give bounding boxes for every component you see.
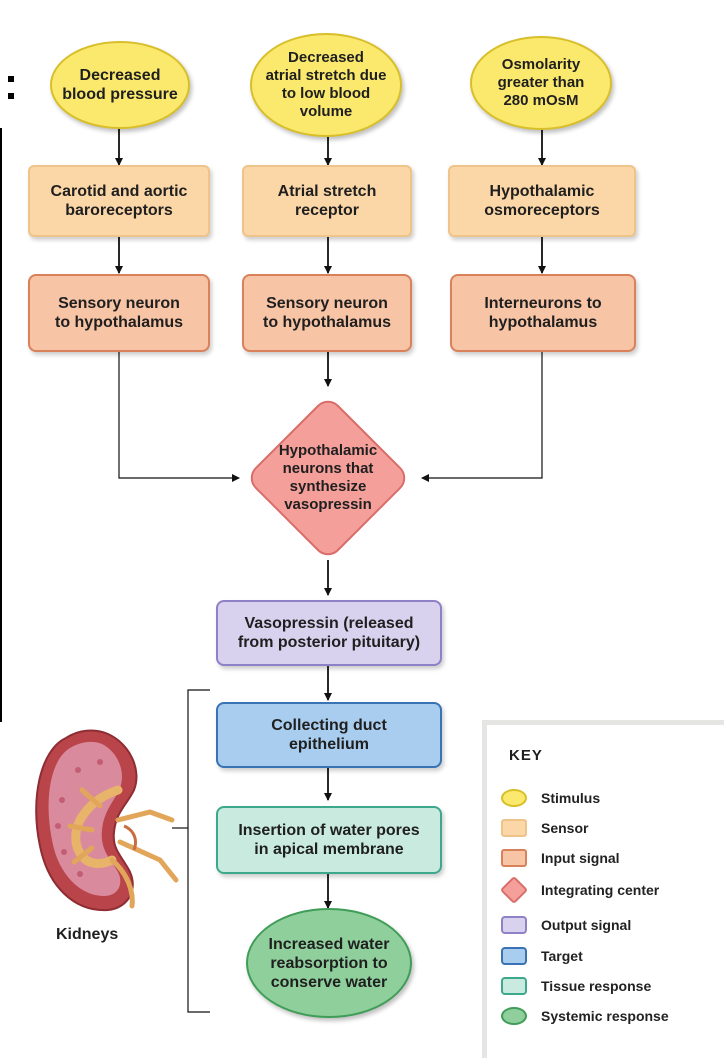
legend-title: KEY bbox=[509, 747, 543, 764]
systemic-response-reabsorption: Increased water reabsorption to conserve… bbox=[246, 908, 412, 1018]
integrating-center-diamond bbox=[250, 400, 406, 556]
arrow-input3-center bbox=[421, 352, 543, 482]
legend-label: Sensor bbox=[541, 820, 589, 836]
integrating-center-swatch bbox=[499, 875, 529, 905]
legend-label: Stimulus bbox=[541, 790, 601, 806]
target-swatch bbox=[501, 947, 527, 965]
legend-label: Tissue response bbox=[541, 978, 652, 994]
tissue-response-swatch bbox=[501, 977, 527, 995]
systemic-response-swatch bbox=[501, 1007, 527, 1025]
sensor-atrial-stretch-receptor: Atrial stretch receptor bbox=[242, 165, 412, 237]
legend-item-tissue-response: Tissue response bbox=[501, 973, 651, 999]
edge-mark-top bbox=[8, 76, 14, 82]
edge-mark-top-2 bbox=[8, 93, 14, 99]
arrow-input1-center bbox=[118, 352, 240, 482]
legend-label: Systemic response bbox=[541, 1008, 669, 1024]
legend-label: Target bbox=[541, 948, 583, 964]
legend-item-stimulus: Stimulus bbox=[501, 785, 600, 811]
legend-item-target: Target bbox=[501, 943, 583, 969]
input-sensory-neuron-2: Sensory neuron to hypothalamus bbox=[242, 274, 412, 352]
legend-item-output-signal: Output signal bbox=[501, 912, 631, 938]
tissue-response-water-pores: Insertion of water pores in apical membr… bbox=[216, 806, 442, 874]
kidney-bracket bbox=[187, 689, 210, 1013]
sensor-osmoreceptors: Hypothalamic osmoreceptors bbox=[448, 165, 636, 237]
sensor-baroreceptors: Carotid and aortic baroreceptors bbox=[28, 165, 210, 237]
output-signal-swatch bbox=[501, 916, 527, 934]
legend-item-input-signal: Input signal bbox=[501, 845, 620, 871]
stimulus-blood-pressure: Decreased blood pressure bbox=[50, 41, 190, 129]
legend-item-systemic-response: Systemic response bbox=[501, 1003, 669, 1029]
legend-label: Input signal bbox=[541, 850, 620, 866]
edge-rule bbox=[0, 128, 2, 722]
stimulus-osmolarity: Osmolarity greater than 280 mOsM bbox=[470, 36, 612, 130]
legend-item-sensor: Sensor bbox=[501, 815, 588, 841]
kidneys-label: Kidneys bbox=[56, 926, 119, 943]
input-signal-swatch bbox=[501, 849, 527, 867]
legend-item-integrating-center: Integrating center bbox=[499, 875, 660, 905]
stimulus-atrial-stretch: Decreased atrial stretch due to low bloo… bbox=[250, 33, 402, 137]
input-interneurons: Interneurons to hypothalamus bbox=[450, 274, 636, 352]
target-collecting-duct: Collecting duct epithelium bbox=[216, 702, 442, 768]
input-sensory-neuron-1: Sensory neuron to hypothalamus bbox=[28, 274, 210, 352]
sensor-swatch bbox=[501, 819, 527, 837]
kidney-illustration bbox=[35, 729, 179, 912]
legend-key: KEY Stimulus Sensor Input signal Integra… bbox=[482, 720, 724, 1058]
stimulus-swatch bbox=[501, 789, 527, 807]
legend-label: Output signal bbox=[541, 917, 632, 933]
legend-label: Integrating center bbox=[541, 882, 660, 898]
integrating-center-label: Hypothalamic neurons that synthesize vas… bbox=[278, 442, 378, 513]
output-vasopressin: Vasopressin (released from posterior pit… bbox=[216, 600, 442, 666]
